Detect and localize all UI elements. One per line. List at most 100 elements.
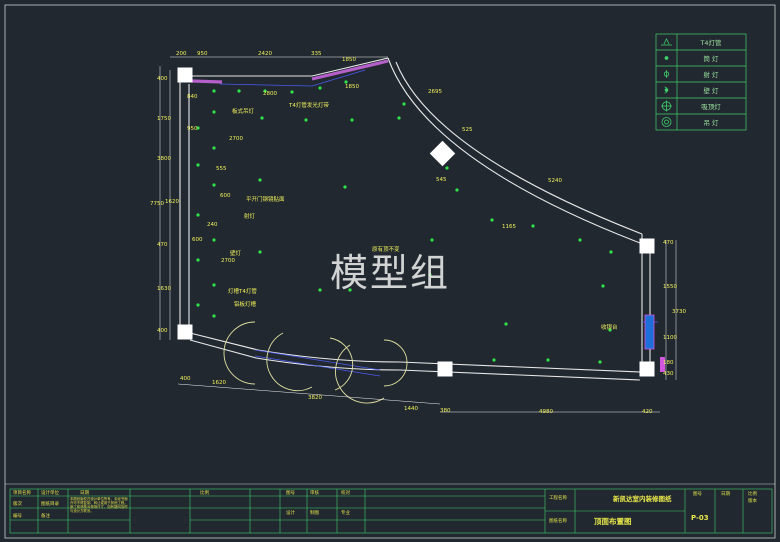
dim-top-6: 1850 (345, 84, 359, 90)
dim-left-3: 950 (187, 126, 198, 132)
dim-left-2: 1750 (157, 116, 171, 122)
dim-right-5: 430 (663, 371, 674, 377)
label-t4-tube-light: T4灯管发光灯带 (288, 101, 329, 109)
legend-label-wall-lamp: 壁 灯 (703, 86, 719, 95)
dim-bottom-4: 380 (440, 408, 451, 414)
tb-cell-9: 专业 (341, 509, 350, 516)
pendant-lamp-icon (661, 117, 672, 127)
dim-bottom-6: 420 (642, 409, 653, 415)
legend-table (655, 33, 747, 131)
dim-left-0: 400 (157, 76, 168, 82)
dim-left-15: 400 (157, 328, 168, 334)
title-block-texts: 项目名称 设计单位 日期 比例 图号 审核 校对 设计 制图 专业 版次 图纸目… (13, 489, 757, 526)
plan-walls (179, 57, 651, 381)
tb-cell-2: 日期 (80, 490, 89, 496)
tb-right-0: 工程名称 (549, 494, 567, 501)
drawing-frame (4, 4, 776, 539)
plan-annotations: 板式吊灯 T4灯管发光灯带 平开门钢镜贴面 射灯 壁灯 灯槽T4灯管 铝板灯槽 … (228, 101, 618, 331)
tb-note: 本图纸版权归设计单位所有，未经书面许可不得复制、转让或用于其他工程。施工前请核对… (70, 497, 128, 513)
dim-diagonal-1: 545 (436, 177, 447, 183)
label-light-trough: 灯槽T4灯管 (228, 287, 257, 295)
soffit-strips (191, 59, 389, 84)
dim-left-12: 2700 (221, 258, 235, 264)
tb-cell-1: 设计单位 (41, 489, 59, 496)
dim-left-10: 470 (157, 242, 168, 248)
dim-left-6: 7750 (150, 201, 164, 207)
dim-bottom-3: 1440 (404, 406, 418, 412)
dim-left-11: 600 (192, 237, 203, 243)
wall-lamp-icon (664, 86, 669, 94)
dim-top-0: 200 (176, 51, 187, 57)
dim-left-1: 840 (187, 94, 198, 100)
legend-label-downlight: 筒 灯 (703, 54, 719, 63)
dim-top-2: 2420 (258, 51, 272, 57)
tb-cell-7: 设计 (286, 509, 295, 516)
dim-right-3: 1100 (663, 335, 677, 341)
tb-cell-10: 版次 (13, 500, 22, 507)
label-cash-counter: 收银台 (601, 323, 618, 331)
dim-left-9: 600 (220, 193, 231, 199)
downlight-icon (664, 56, 669, 60)
dim-top-3: 335 (311, 51, 322, 57)
tb-right-5: 版本 (748, 497, 757, 504)
dim-bottom-0: 400 (180, 376, 191, 382)
tb-drawing-title: 顶面布置图 (594, 516, 632, 526)
label-spotlight: 射灯 (244, 212, 256, 220)
tb-cell-6: 校对 (341, 489, 350, 496)
dimension-texts: 200 950 2420 335 1850 2800 1850 2695 400… (150, 51, 686, 415)
dim-bottom-5: 4980 (539, 409, 553, 415)
watermark-text: 模型组 (330, 251, 450, 295)
dim-top-1: 950 (197, 51, 208, 57)
dim-left-8: 555 (216, 166, 227, 172)
legend-icons (661, 38, 672, 127)
tb-cell-5: 审核 (310, 489, 319, 496)
legend-label-t4: T4灯管 (699, 38, 722, 47)
dim-left-7: 1620 (165, 199, 179, 205)
dim-bottom-2: 3820 (308, 395, 322, 401)
tb-cell-4: 图号 (286, 490, 295, 496)
label-ceiling-bulkhead: 原有顶不变 (372, 245, 400, 253)
tb-right-1: 图纸名称 (549, 517, 567, 524)
legend-label-pendant: 吊 灯 (703, 118, 719, 127)
dim-left-14: 240 (207, 222, 218, 228)
legend-labels: T4灯管 筒 灯 射 灯 壁 灯 吸顶灯 吊 灯 (699, 38, 722, 127)
dim-top-4: 1850 (342, 57, 356, 63)
title-block-grid (9, 488, 773, 534)
dim-top-5: 2800 (263, 91, 277, 97)
tb-right-3: 日期 (721, 491, 730, 497)
label-pendant-decor-light: 板式吊灯 (232, 107, 255, 115)
cash-counter (644, 314, 655, 350)
tb-cell-12: 编号 (13, 512, 22, 519)
t4-tube-light-icon (661, 38, 672, 46)
ceiling-lamp-icon (661, 100, 672, 112)
dimension-lines (159, 56, 677, 413)
legend-label-ceiling-lamp: 吸顶灯 (701, 102, 721, 111)
ceiling-lines (219, 69, 658, 377)
label-sliding-door-mirror: 平开门钢镜贴面 (246, 195, 285, 203)
dim-left-5: 3800 (157, 156, 171, 162)
label-wall-light: 壁灯 (230, 249, 242, 257)
dim-diagonal-3: 1165 (502, 224, 516, 230)
columns (177, 67, 655, 377)
tb-cell-8: 制图 (310, 509, 319, 516)
dim-right-0: 470 (663, 240, 674, 246)
tb-right-4: 比例 (748, 490, 757, 497)
dim-right-2: 3730 (672, 309, 686, 315)
label-aluminum-trough: 铝板灯槽 (234, 300, 257, 308)
dim-right-1: 1550 (663, 284, 677, 290)
dim-left-4: 2700 (229, 136, 243, 142)
tb-cell-0: 项目名称 (13, 489, 31, 496)
light-fixtures (196, 80, 613, 364)
dim-top-7: 2695 (428, 89, 442, 95)
dim-diagonal-2: 5240 (548, 178, 562, 184)
tb-right-2: 图号 (693, 491, 702, 497)
tb-note-box: 本图纸版权归设计单位所有，未经书面许可不得复制、转让或用于其他工程。施工前请核对… (70, 497, 128, 513)
dim-right-4: 180 (663, 360, 674, 366)
entrance-doors (223, 321, 408, 404)
tb-project-name: 新凯达室内装修图纸 (613, 494, 672, 503)
cash-counter-edge (660, 357, 665, 372)
tb-drawing-no: P-03 (691, 514, 709, 522)
dim-left-13: 1630 (157, 286, 171, 292)
tb-cell-11: 图纸目录 (41, 500, 59, 507)
